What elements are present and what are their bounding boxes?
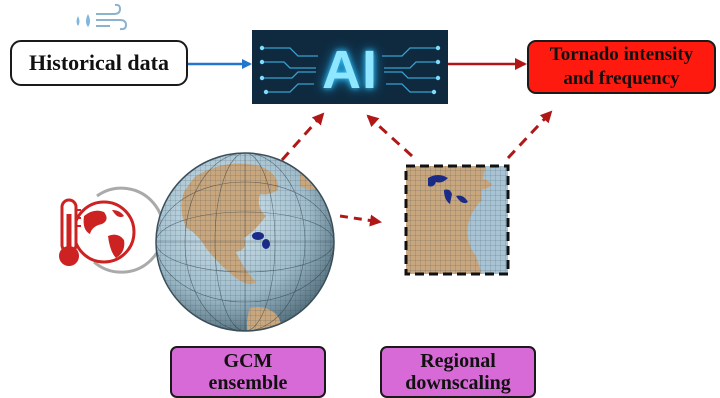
ai-label: AI: [322, 40, 378, 100]
regional-label-line2: downscaling: [405, 372, 511, 394]
tornado-label-line1: Tornado intensity: [549, 44, 694, 65]
tornado-label-line2: and frequency: [563, 68, 680, 89]
tornado-box: Tornado intensity and frequency: [527, 40, 716, 94]
regional-downscaling-box: Regional downscaling: [380, 346, 536, 398]
ai-panel-background: [252, 30, 448, 104]
historical-data-label: Historical data: [29, 50, 169, 75]
regional-label-line1: Regional: [420, 350, 496, 372]
arrow-gcm-to-regional: [339, 214, 382, 227]
weather-icon: [76, 3, 128, 31]
ai-panel: AI: [252, 30, 448, 104]
historical-data-box: Historical data: [10, 40, 188, 86]
arrow-gcm-to-ai: [280, 112, 325, 161]
globe-grid: [155, 152, 335, 332]
gcm-ensemble-box: GCM ensemble: [170, 346, 326, 398]
arrow-regional-to-ai: [366, 114, 414, 158]
gcm-label-line1: GCM: [223, 350, 273, 372]
climate-thermometer-globe-icon: [59, 186, 165, 274]
regional-map: [404, 164, 510, 276]
arrow-regional-to-tornado: [506, 110, 553, 160]
gcm-label-line2: ensemble: [208, 372, 288, 394]
